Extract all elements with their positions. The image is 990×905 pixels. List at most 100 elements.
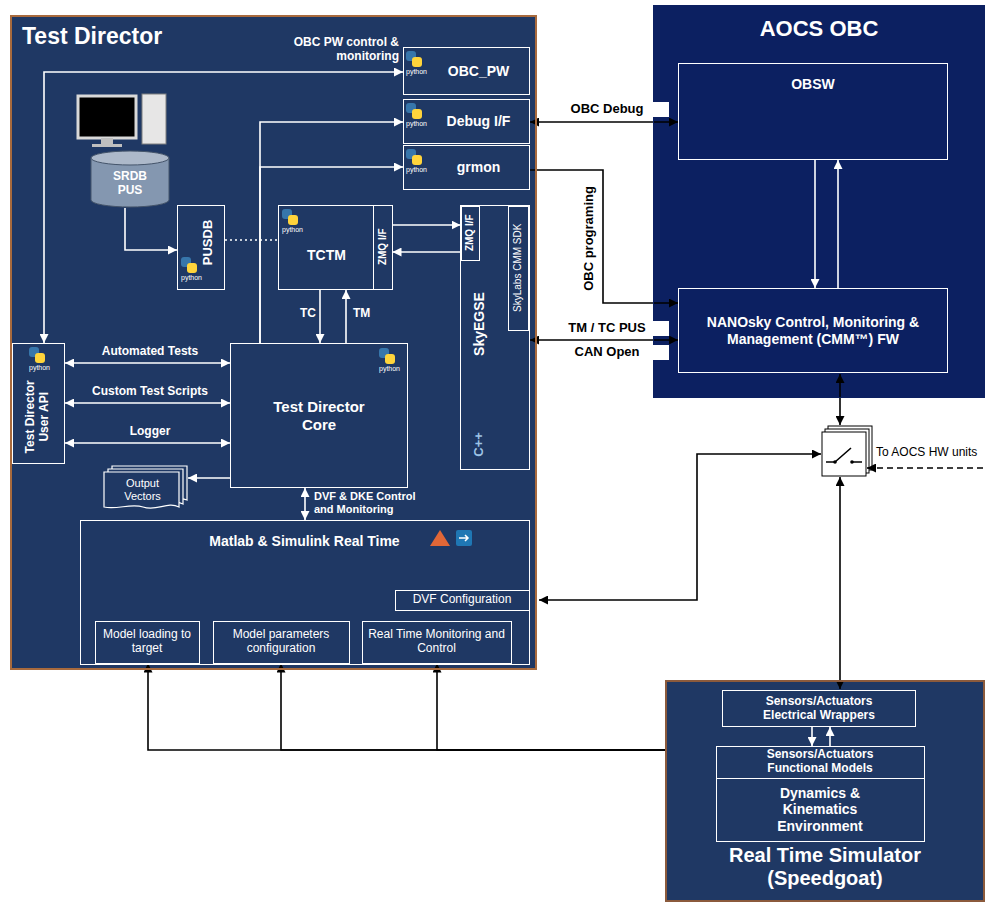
function-box: Model parameters configuration [213,621,350,664]
logo-text: python [179,274,209,282]
connector [829,727,831,746]
dynamics-box: Dynamics & Kinematics Environment [716,778,925,842]
node-label: Sensors/Actuators Electrical Wrappers [744,695,894,723]
connector [65,362,230,364]
switch-contact [833,460,837,464]
logo-text: python [404,166,434,174]
connector [837,160,839,288]
connector [260,167,403,343]
connector [530,339,678,341]
logo-text: python [404,120,434,128]
connector [345,290,347,343]
node-sublabel: C++ [471,432,486,457]
function-box: Model loading to target [95,621,200,664]
node-label: ZMQ I/F [376,228,388,265]
logo-part [35,353,45,363]
obc-panel: AOCS OBC OBSW NANOsky Control, Monitoring … [653,5,985,398]
cylinder-top [91,151,169,165]
switch-wire [839,477,841,689]
node-label: Test Director [22,23,242,49]
logo-text: python [404,68,434,76]
logo-text: python [377,365,407,373]
connector [437,664,665,751]
node-label: AOCS OBC [654,16,984,41]
connector [530,170,678,303]
node-label: DVF Configuration [413,593,512,607]
connector [319,290,321,343]
interface-box: ZMQ I/F [461,206,480,261]
logo-text: python [280,226,310,234]
test-director-panel: Test DirectorOBC_PWDebug I/FgrmonSRDB PU… [10,15,537,670]
output-document: Output Vectors [103,465,188,511]
python-logo [181,257,197,273]
computer-tower [142,94,166,144]
logo-part [187,263,197,273]
node-label: SkyLabs CMM SDK [512,223,524,311]
switch-symbol [826,448,862,462]
node-label: OBSW [791,76,835,92]
connector [148,664,665,751]
hw-units-wire [867,467,985,469]
dvf-wire [539,454,821,600]
simulink-arrow [459,535,468,541]
python-logo [29,347,45,363]
connector [281,664,665,751]
monitor-stand [101,138,113,144]
logo-part [412,57,422,67]
egse-box: SkyEGSEC++ZMQ I/FSkyLabs CMM SDK [460,205,530,470]
logo-part [412,155,422,165]
connector [393,251,461,253]
switch-wire [839,374,841,425]
software-box: OBSW [678,63,948,160]
node-label: Real Time Monitoring and Control [367,628,507,656]
document-page [104,472,179,508]
node-label: TCTM [307,247,346,263]
node-label: Dynamics & Kinematics Environment [770,785,870,833]
logo-part [385,354,395,364]
connector [44,72,403,343]
connector [260,122,403,343]
node-label: PUSDB [201,219,216,265]
monitor-base [92,144,122,147]
node-label: Test Director Core [257,398,382,433]
wrapper-box: Sensors/Actuators Electrical Wrappers [722,690,916,727]
edge-label: Custom Test Scripts [73,385,227,399]
api-box: Test Director User API [12,343,65,464]
node-label: ZMQ I/F [464,214,476,251]
connector [814,160,816,288]
simulink-box: Matlab & Simulink Real TimeDVF Configura… [80,520,530,665]
function-box: Real Time Monitoring and Control [362,621,512,664]
connector [125,208,177,250]
python-logo [282,209,298,225]
node-label: Model loading to target [100,628,195,656]
connector [225,239,278,241]
edge-label: OBC programing [581,184,596,293]
simulator-panel: Real Time Simulator (Speedgoat) Sensors/A… [665,680,985,902]
edge-label: OBC Debug [545,102,669,117]
sdk-box: SkyLabs CMM SDK [508,206,529,331]
switch-icon [822,426,872,476]
firmware-box: NANOsky Control, Monitoring & Management… [678,288,948,373]
node-label: Real Time Simulator (Speedgoat) [705,844,945,890]
logo-part [288,215,298,225]
database-cylinder: SRDB PUS [90,150,170,208]
connector [530,121,678,123]
edge-label: DVF & DKE Control and Monitoring [312,490,436,515]
connector [65,402,230,404]
connector [304,488,306,520]
edge-label: TM [351,307,379,321]
node-label: Model parameters configuration [218,628,345,656]
matlab-icons [430,530,472,546]
edge-label: TC [292,307,318,321]
simulink-logo [456,530,472,546]
connector [811,727,813,746]
edge-label: Automated Tests [73,345,227,359]
wire-label: To AOCS HW units [874,446,990,460]
logo-part [412,109,422,119]
computer-icon [78,94,166,147]
matlab-logo [430,530,450,546]
connector [65,442,230,444]
node-label: SRDB PUS [105,170,155,198]
edge-label: TM / TC PUS [545,321,669,336]
